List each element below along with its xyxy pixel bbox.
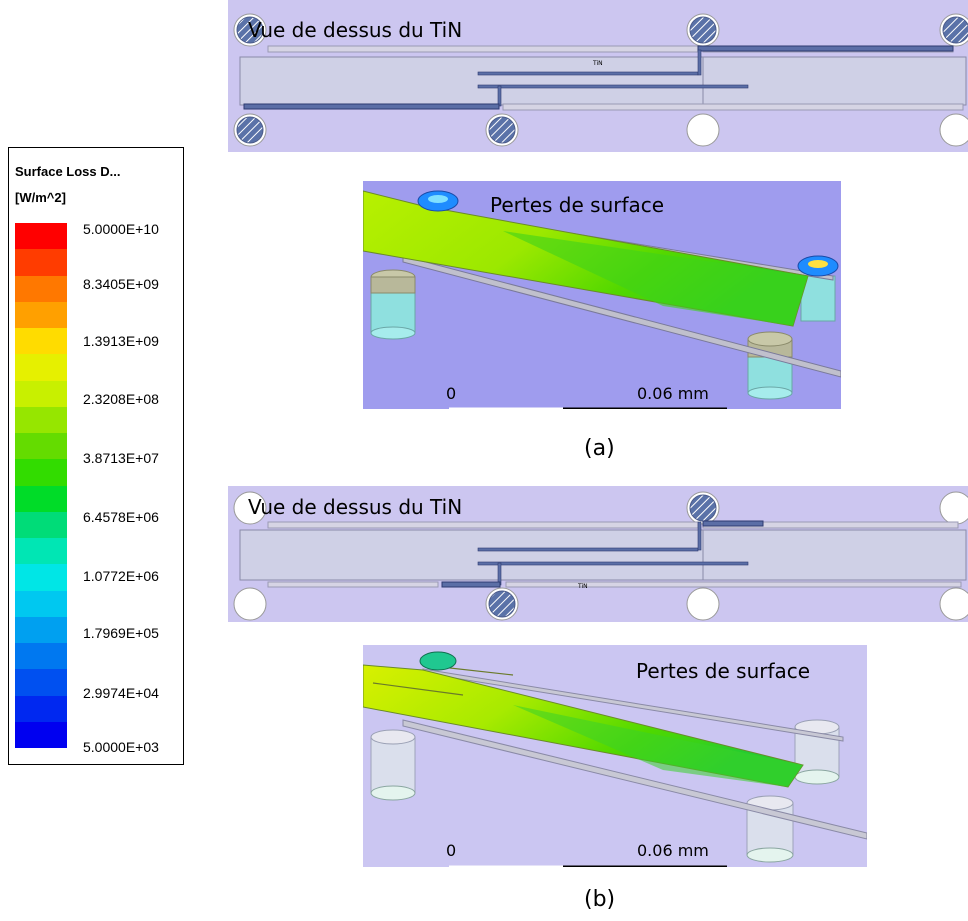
legend-label: 6.4578E+06 xyxy=(83,509,159,525)
top-view-title: Vue de dessus du TiN xyxy=(248,495,463,519)
top-view-b: TiN Vue de dessus du TiN xyxy=(228,486,968,622)
scale-zero: 0 xyxy=(446,384,457,403)
legend-swatch xyxy=(15,590,67,617)
legend-label: 1.7969E+05 xyxy=(83,625,159,641)
color-legend: Surface Loss D... [W/m^2] 5.0000E+10 8.3… xyxy=(8,147,184,765)
legend-swatch xyxy=(15,433,67,460)
caption-a: (a) xyxy=(584,436,615,461)
legend-swatch xyxy=(15,669,67,696)
legend-swatch xyxy=(15,485,67,512)
legend-swatch xyxy=(15,380,67,407)
legend-swatch xyxy=(15,249,67,276)
legend-swatch xyxy=(15,538,67,565)
legend-label: 8.3405E+09 xyxy=(83,276,159,292)
tin-layout-drawing: TiN xyxy=(233,491,968,621)
legend-swatch xyxy=(15,354,67,381)
surface-loss-3d-drawing xyxy=(363,651,867,867)
surface-loss-view-b: Pertes de surface 0 0.06 mm xyxy=(363,645,867,867)
legend-swatch xyxy=(15,511,67,538)
surface-loss-view-a: Pertes de surface 0 0.06 mm xyxy=(363,181,841,409)
legend-label: 3.8713E+07 xyxy=(83,450,159,466)
scale-zero: 0 xyxy=(446,841,457,860)
legend-label: 1.3913E+09 xyxy=(83,333,159,349)
legend-swatch xyxy=(15,721,67,748)
top-view-title: Vue de dessus du TiN xyxy=(248,18,463,42)
surface-loss-title: Pertes de surface xyxy=(490,193,665,217)
legend-color-scale xyxy=(15,223,67,748)
legend-swatch xyxy=(15,643,67,670)
legend-swatch xyxy=(15,406,67,433)
legend-label: 5.0000E+03 xyxy=(83,739,159,755)
legend-label: 2.3208E+08 xyxy=(83,391,159,407)
legend-swatch xyxy=(15,459,67,486)
surface-loss-3d-drawing xyxy=(363,190,841,409)
legend-unit: [W/m^2] xyxy=(15,190,66,205)
legend-swatch xyxy=(15,616,67,643)
legend-swatch xyxy=(15,223,67,250)
surface-loss-title: Pertes de surface xyxy=(636,659,811,683)
legend-label: 1.0772E+06 xyxy=(83,568,159,584)
legend-label: 2.9974E+04 xyxy=(83,685,159,701)
tin-mark: TiN xyxy=(577,583,588,590)
legend-title: Surface Loss D... xyxy=(15,164,121,179)
tin-mark: TiN xyxy=(592,60,603,67)
legend-swatch xyxy=(15,564,67,591)
legend-label: 5.0000E+10 xyxy=(83,221,159,237)
top-view-a: TiN Vue de dessus du TiN xyxy=(228,0,968,152)
scale-value: 0.06 mm xyxy=(637,384,709,403)
legend-swatch xyxy=(15,275,67,302)
legend-swatch xyxy=(15,695,67,722)
scale-value: 0.06 mm xyxy=(637,841,709,860)
caption-b: (b) xyxy=(584,887,616,912)
tin-layout-drawing: TiN xyxy=(233,13,968,147)
legend-swatch xyxy=(15,301,67,328)
legend-swatch xyxy=(15,328,67,355)
